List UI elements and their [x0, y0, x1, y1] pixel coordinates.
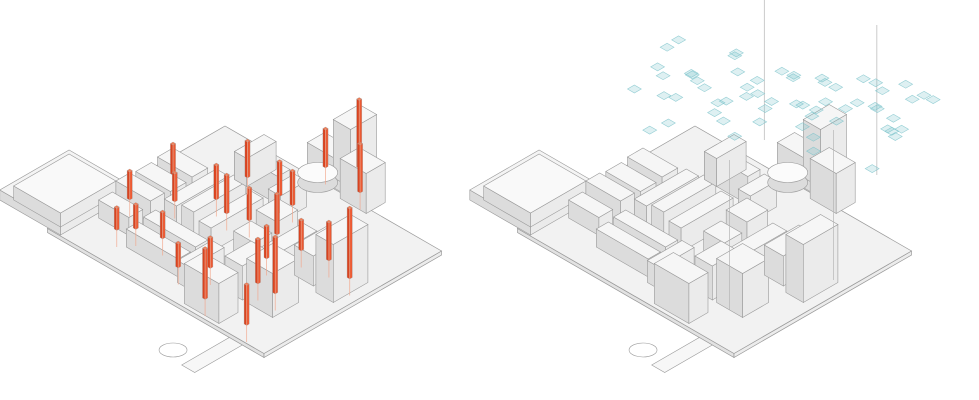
canopy-panel [887, 114, 901, 122]
canopy-panel [740, 83, 754, 91]
canopy-panel [708, 109, 722, 117]
roundabout [159, 343, 187, 357]
canopy-panel [672, 36, 686, 44]
canopy-panel [750, 76, 764, 84]
canopy-panel [857, 75, 871, 83]
canopy-panel [905, 95, 919, 103]
access-road [159, 338, 242, 373]
canopy-panel [698, 84, 712, 92]
canopy-panel [765, 98, 779, 106]
canopy-panel [829, 83, 843, 91]
canopy-panel [657, 92, 671, 100]
building-block [717, 244, 769, 318]
canopy-panel [850, 99, 864, 107]
canopy-panel [819, 98, 833, 106]
canopy-panel [643, 126, 657, 134]
canopy-panel [669, 93, 683, 101]
canopy-panel [717, 117, 731, 125]
canopy-panel [869, 79, 883, 87]
canopy-panel [656, 72, 670, 80]
canopy-panel [651, 63, 665, 71]
canopy-panel [758, 105, 772, 113]
access-road [629, 338, 712, 373]
canopy-panel [662, 119, 676, 127]
canopy-panel [660, 43, 674, 51]
site-model-left [0, 98, 442, 373]
canopy-panel [875, 87, 889, 95]
rotunda-roof [768, 163, 808, 183]
canopy-panel [731, 68, 745, 76]
roundabout [629, 343, 657, 357]
site-model-right [470, 0, 940, 373]
canopy-panel [775, 67, 789, 75]
canopy-panel [628, 85, 642, 93]
canopy-panel [899, 80, 913, 88]
rotunda-roof [298, 163, 338, 183]
